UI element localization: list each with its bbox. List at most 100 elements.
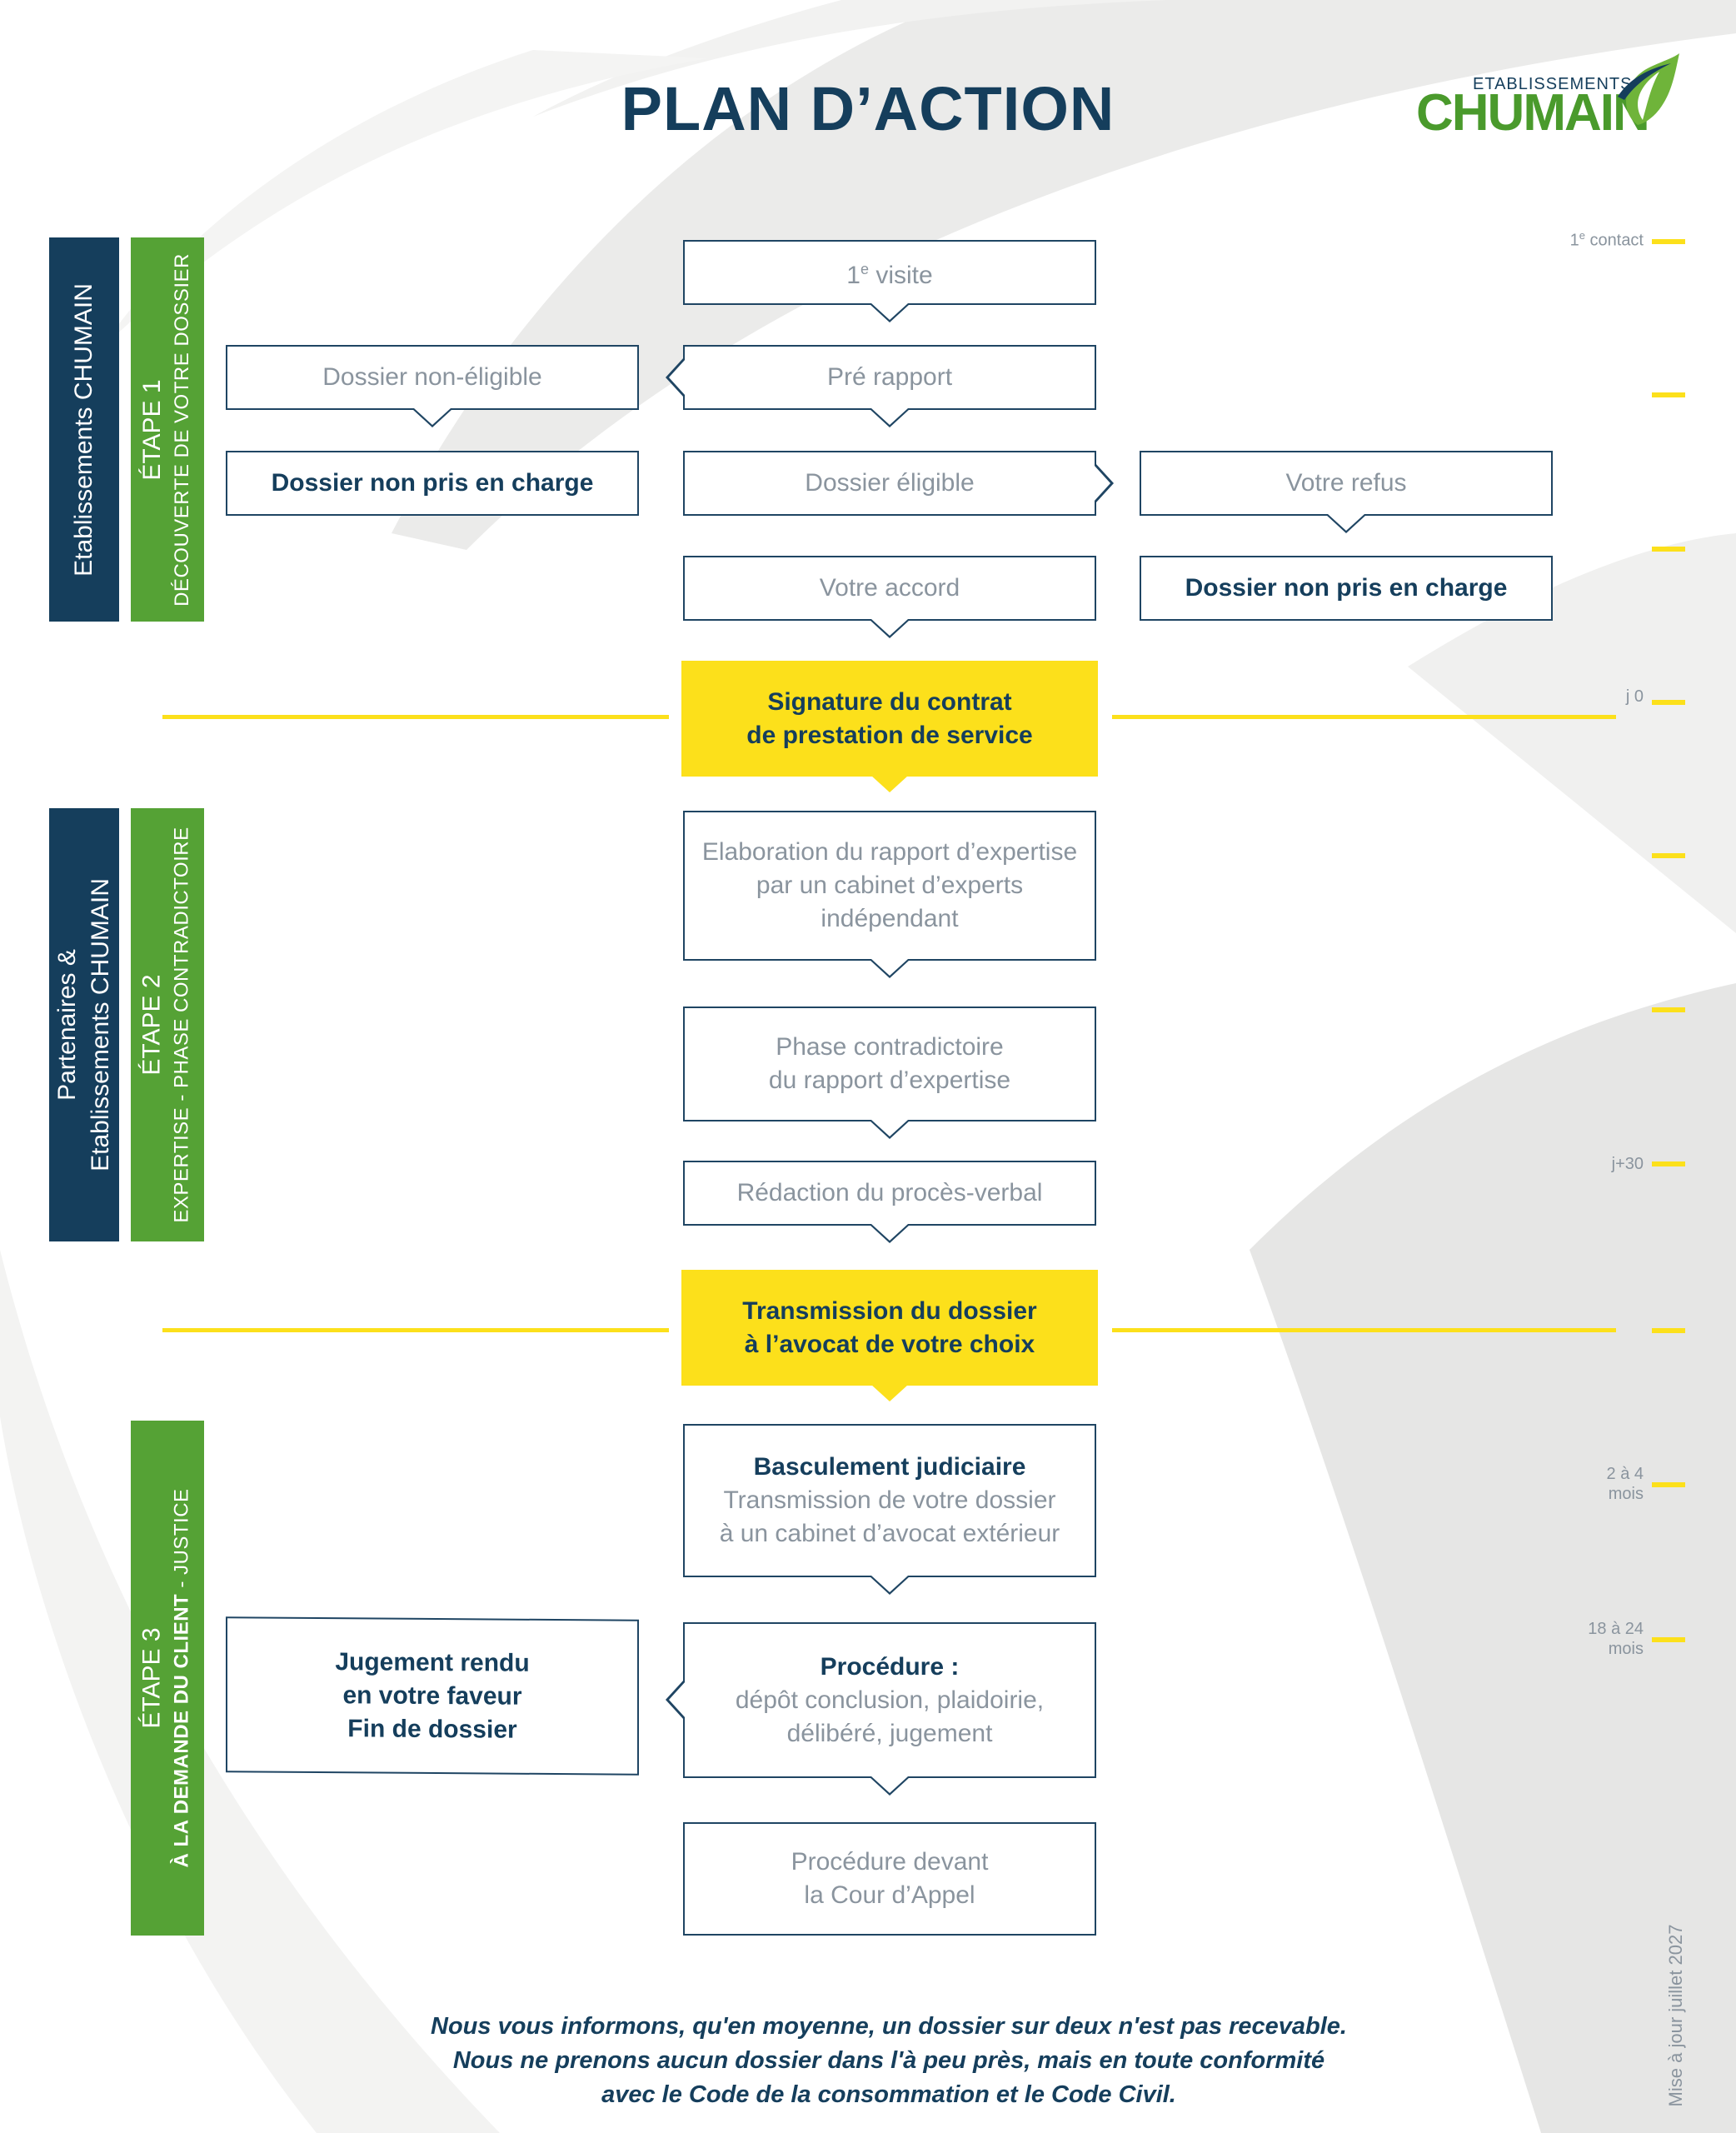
leaf-swoosh-icon [1618, 53, 1679, 125]
not-handled-left-label: Dossier non pris en charge [271, 469, 594, 497]
separator-line-right-transmission [1112, 1328, 1616, 1332]
not-handled-right-label: Dossier non pris en charge [1185, 574, 1508, 602]
step-expertise-report: Elaboration du rapport d’expertise par u… [683, 811, 1096, 961]
m-18-24-line1: 18 à 24 [1588, 1620, 1644, 1638]
footer-line1: Nous vous informons, qu'en moyenne, un d… [431, 2013, 1347, 2040]
band-actor-partners: Partenaires & Etablissements CHUMAIN [49, 808, 119, 1241]
judicial-line3: à un cabinet d’avocat extérieur [719, 1520, 1060, 1547]
your-agreement-label: Votre accord [819, 574, 960, 602]
step-3-subtitle-bold: À LA DEMANDE DU CLIENT [171, 1593, 194, 1868]
first-contact-rest: contact [1584, 231, 1644, 250]
report-drafting-label: Rédaction du procès-verbal [736, 1179, 1043, 1206]
procedure-line1: Procédure : [820, 1652, 960, 1681]
page-title: PLAN D’ACTION [621, 74, 1115, 143]
elaboration-line2: par un cabinet d’experts [756, 872, 1024, 899]
first-contact-num: 1 [1569, 231, 1579, 250]
footer-notice: Nous vous informons, qu'en moyenne, un d… [0, 2010, 1736, 2112]
step-first-visit: 1e visite [683, 240, 1096, 305]
footer-line3: avec le Code de la consommation et le Co… [601, 2081, 1176, 2108]
step-your-refusal: Votre refus [1140, 451, 1553, 516]
signature-line2: de prestation de service [746, 721, 1033, 749]
band-actor-partners-line1: Partenaires & [53, 949, 82, 1101]
judgment-line2: en votre faveur [342, 1681, 522, 1711]
step-contract-signature: Signature du contrat de prestation de se… [681, 661, 1098, 777]
band-step-1: ÉTAPE 1 DÉCOUVERTE DE VOTRE DOSSIER [131, 237, 204, 622]
step-judgment-favour: Jugement rendu en votre faveur Fin de do… [226, 1616, 639, 1776]
pre-report-label: Pré rapport [826, 363, 953, 391]
step-judicial-switch: Basculement judiciaire Transmission de v… [683, 1424, 1096, 1577]
timeline-tick [1652, 1482, 1685, 1487]
not-eligible-label: Dossier non-éligible [322, 363, 542, 391]
step-not-eligible: Dossier non-éligible [226, 345, 639, 410]
logo-main-text: CHUMAIN [1416, 84, 1650, 142]
procedure-line3: délibéré, jugement [786, 1719, 993, 1747]
step-eligible: Dossier éligible [683, 451, 1096, 516]
timeline-label-18-24-months: 18 à 24 mois [1588, 1619, 1644, 1659]
band-actor-chumain-label: Etablissements CHUMAIN [70, 282, 98, 577]
step-3-subtitle-rest: - JUSTICE [171, 1488, 194, 1594]
contradictory-line1: Phase contradictoire [776, 1033, 1004, 1061]
first-visit-label: 1e visite [846, 252, 932, 292]
step-procedure: Procédure : dépôt conclusion, plaidoirie… [683, 1622, 1096, 1778]
timeline-tick [1652, 853, 1685, 858]
judgment-line3: Fin de dossier [347, 1714, 517, 1744]
timeline-tick [1652, 1328, 1685, 1333]
elaboration-line1: Elaboration du rapport d’expertise [701, 838, 1078, 866]
m-2-4-line1: 2 à 4 [1606, 1465, 1644, 1483]
separator-line-right-j0 [1112, 715, 1616, 719]
eligible-label: Dossier éligible [805, 469, 975, 497]
step-contradictory-phase: Phase contradictoire du rapport d’expert… [683, 1007, 1096, 1121]
step-1-title: ÉTAPE 1 [138, 378, 167, 481]
step-report-drafting: Rédaction du procès-verbal [683, 1161, 1096, 1226]
timeline-tick [1652, 1007, 1685, 1012]
timeline-tick [1652, 700, 1685, 705]
separator-line-left-transmission [162, 1328, 669, 1332]
elaboration-line3: indépendant [821, 905, 959, 932]
timeline-tick [1652, 1637, 1685, 1642]
step-file-transmission: Transmission du dossier à l’avocat de vo… [681, 1270, 1098, 1386]
step-not-handled-right: Dossier non pris en charge [1140, 556, 1553, 621]
step-your-agreement: Votre accord [683, 556, 1096, 621]
timeline-tick [1652, 239, 1685, 244]
separator-line-left-j0 [162, 715, 669, 719]
step-2-title: ÉTAPE 2 [138, 974, 167, 1076]
logo-top-text: ETABLISSEMENTS [1473, 75, 1633, 93]
step-3-title: ÉTAPE 3 [138, 1627, 167, 1729]
step-not-handled-left: Dossier non pris en charge [226, 451, 639, 516]
first-visit-sup: e [860, 261, 869, 277]
footer-line2: Nous ne prenons aucun dossier dans l'à p… [452, 2047, 1325, 2074]
band-step-3: ÉTAPE 3 À LA DEMANDE DU CLIENT - JUSTICE [131, 1421, 204, 1936]
timeline-label-j0: j 0 [1625, 687, 1644, 706]
transmission-line1: Transmission du dossier [742, 1296, 1037, 1325]
appeal-line1: Procédure devant [791, 1848, 989, 1876]
signature-line1: Signature du contrat [767, 687, 1012, 716]
band-actor-chumain: Etablissements CHUMAIN [49, 237, 119, 622]
timeline-label-first-contact: 1e contact [1570, 226, 1644, 251]
timeline-label-2-4-months: 2 à 4 mois [1607, 1464, 1644, 1504]
step-pre-report: Pré rapport [683, 345, 1096, 410]
timeline-tick [1652, 1161, 1685, 1166]
update-date-label: Mise à jour juillet 2027 [1665, 1924, 1686, 2107]
step-1-subtitle: DÉCOUVERTE DE VOTRE DOSSIER [171, 252, 194, 607]
transmission-line2: à l’avocat de votre choix [744, 1330, 1035, 1358]
first-contact-sup: e [1579, 229, 1585, 242]
band-step-2: ÉTAPE 2 EXPERTISE - PHASE CONTRADICTOIRE [131, 808, 204, 1241]
timeline-label-j30: j+30 [1611, 1155, 1644, 1173]
first-visit-num: 1 [846, 262, 861, 289]
judicial-line2: Transmission de votre dossier [723, 1486, 1056, 1514]
procedure-line2: dépôt conclusion, plaidoirie, [735, 1686, 1045, 1714]
step-appeal-court: Procédure devant la Cour d’Appel [683, 1822, 1096, 1936]
band-actor-partners-line2: Etablissements CHUMAIN [87, 878, 115, 1171]
judicial-line1: Basculement judiciaire [753, 1453, 1026, 1481]
m-18-24-line2: mois [1608, 1640, 1644, 1658]
company-logo: ETABLISSEMENTS CHUMAIN [1408, 53, 1691, 142]
appeal-line2: la Cour d’Appel [804, 1881, 975, 1909]
your-refusal-label: Votre refus [1285, 469, 1407, 497]
first-visit-rest: visite [869, 262, 933, 289]
timeline-tick [1652, 547, 1685, 552]
judgment-line1: Jugement rendu [335, 1647, 530, 1677]
step-2-subtitle: EXPERTISE - PHASE CONTRADICTOIRE [171, 827, 194, 1223]
timeline-tick [1652, 392, 1685, 397]
contradictory-line2: du rapport d’expertise [768, 1066, 1011, 1094]
